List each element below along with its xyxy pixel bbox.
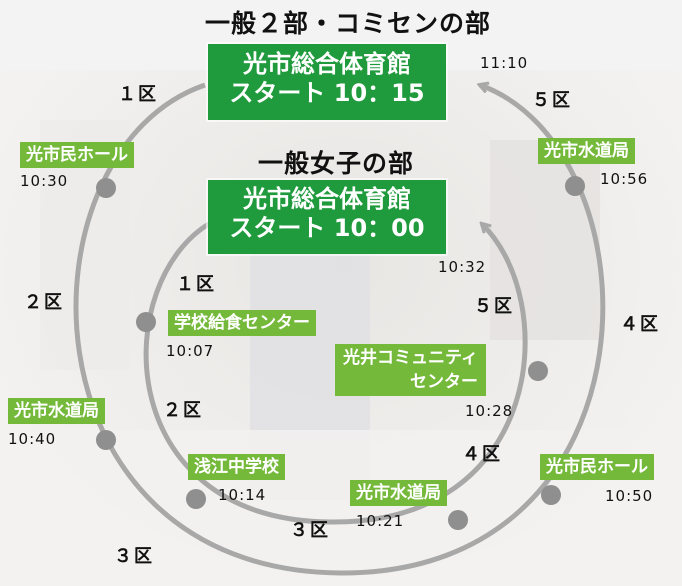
inner-start-venue: 光市総合体育館 [243, 185, 411, 213]
inner-course-title: 一般女子の部 [258, 149, 415, 178]
inner-station-1-time: 10:07 [166, 342, 215, 360]
inner-station-4-line2: センター [409, 372, 478, 392]
inner-station-1-label: 学校給食センター [168, 310, 316, 336]
inner-section-3: ３区 [290, 520, 330, 541]
outer-station-3-label: 光市民ホール [540, 454, 654, 480]
inner-start-box: 光市総合体育館 スタート 10：00 [208, 180, 446, 254]
inner-station-4-line1: 光井コミュニティ [343, 348, 478, 368]
inner-station-3-time: 10:21 [356, 512, 405, 530]
inner-section-4: ４区 [462, 444, 502, 465]
inner-station-4-time: 10:28 [465, 402, 514, 420]
inner-finish-time: 10:32 [438, 258, 487, 276]
outer-section-2: ２区 [24, 292, 64, 313]
outer-course-route [73, 85, 606, 576]
outer-station-2-time: 10:40 [8, 430, 57, 448]
outer-station-4-time: 10:56 [600, 170, 649, 188]
outer-station-1-label: 光市民ホール [20, 142, 134, 168]
inner-station-3-label: 光市水道局 [350, 480, 447, 506]
waypoint-outer-1 [96, 178, 116, 198]
waypoint-outer-4 [565, 176, 585, 196]
outer-section-3: ３区 [114, 546, 154, 567]
outer-station-4-label: 光市水道局 [538, 138, 635, 164]
waypoint-inner-3 [448, 510, 468, 530]
waypoint-inner-2 [186, 489, 206, 509]
inner-section-1: １区 [176, 274, 216, 295]
outer-start-time: スタート 10：15 [229, 78, 425, 107]
inner-start-time: スタート 10：00 [229, 213, 425, 242]
waypoint-inner-4 [528, 361, 548, 381]
waypoint-outer-3 [541, 485, 561, 505]
inner-station-2-time: 10:14 [218, 486, 267, 504]
inner-station-4-label: 光井コミュニティ センター [335, 344, 486, 396]
outer-start-box: 光市総合体育館 スタート 10：15 [208, 44, 446, 120]
outer-station-3-time: 10:50 [605, 487, 654, 505]
inner-section-2: ２区 [163, 400, 203, 421]
outer-station-2-label: 光市水道局 [8, 398, 105, 424]
inner-section-5: ５区 [474, 296, 514, 317]
outer-finish-time: 11:10 [480, 54, 529, 72]
outer-section-4: ４区 [620, 314, 660, 335]
outer-section-5: ５区 [532, 90, 572, 111]
outer-section-1: １区 [118, 84, 158, 105]
waypoint-outer-2 [96, 430, 116, 450]
outer-start-venue: 光市総合体育館 [243, 50, 411, 78]
outer-station-1-time: 10:30 [20, 172, 69, 190]
inner-station-2-label: 浅江中学校 [188, 454, 285, 480]
outer-course-title: 一般２部・コミセンの部 [205, 9, 492, 38]
waypoint-inner-1 [136, 312, 156, 332]
